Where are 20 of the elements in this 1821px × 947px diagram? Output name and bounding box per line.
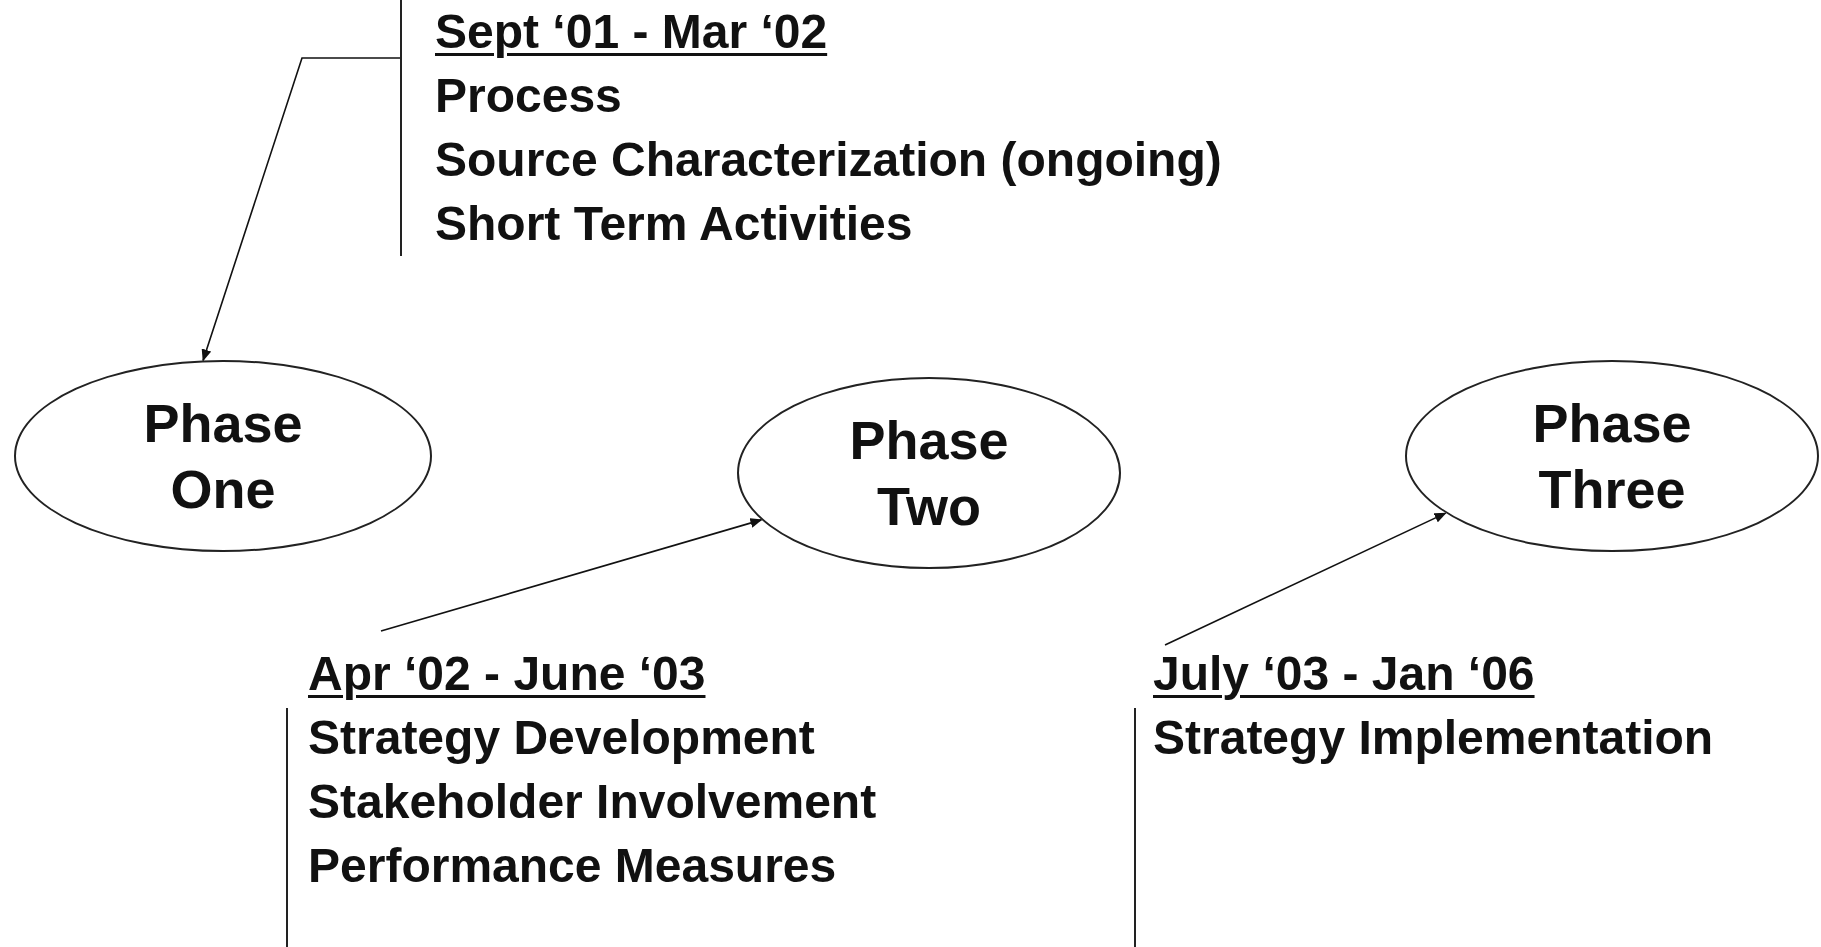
arrow — [201, 57, 402, 362]
activity-item: Strategy Development — [308, 710, 816, 766]
phase-label: Phase Two — [848, 409, 1010, 538]
activity-item: Stakeholder Involvement — [308, 774, 877, 830]
phase-label: Phase Three — [1531, 392, 1693, 521]
arrow — [380, 518, 763, 632]
phase-ellipse — [14, 360, 432, 552]
date-range-heading: July ‘03 - Jan ‘06 — [1153, 646, 1536, 702]
arrow — [1164, 512, 1447, 646]
activity-item: Source Characterization (ongoing) — [435, 132, 1222, 188]
activity-item: Process — [435, 68, 623, 124]
phase-ellipse — [1405, 360, 1819, 552]
phase-label: Phase One — [142, 392, 304, 521]
date-range-heading: Sept ‘01 - Mar ‘02 — [435, 4, 829, 60]
activity-item: Strategy Implementation — [1153, 710, 1714, 766]
phase-ellipse — [737, 377, 1121, 569]
activity-item: Performance Measures — [308, 838, 838, 894]
date-range-heading: Apr ‘02 - June ‘03 — [308, 646, 707, 702]
bracketed-text-block — [400, 0, 1222, 256]
activity-item: Short Term Activities — [435, 196, 914, 252]
